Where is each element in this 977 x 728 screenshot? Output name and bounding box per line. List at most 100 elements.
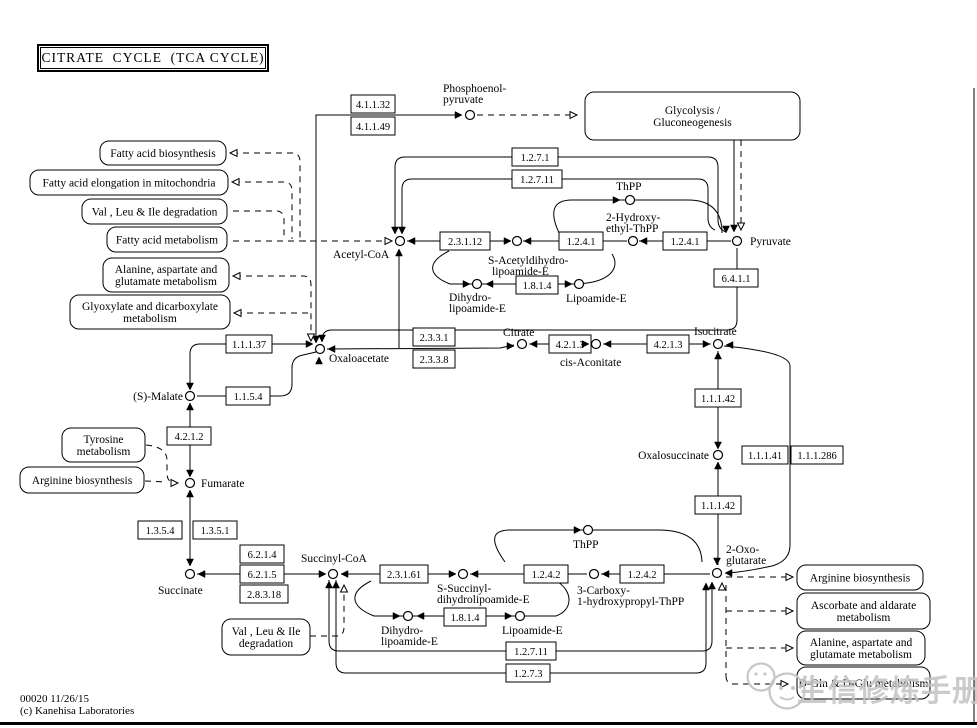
enzyme-rect[interactable] (741, 445, 789, 465)
compound-acetyl-coa[interactable]: Acetyl-CoA (333, 235, 406, 262)
enzyme-rect[interactable] (515, 275, 559, 295)
compound-cis-aconitate[interactable]: cis-Aconitate (560, 338, 621, 370)
compound-succinate[interactable]: Succinate (158, 568, 203, 598)
enzyme-rect[interactable] (505, 641, 557, 661)
enzyme-box-1.8.1.4[interactable]: 1.8.1.4 (443, 607, 487, 627)
enzyme-rect[interactable] (558, 231, 604, 251)
enzyme-rect[interactable] (239, 544, 285, 564)
compound-dihydrolipoamide-e-top[interactable]: Dihydro-lipoamide-E (449, 278, 506, 316)
compound-node[interactable] (184, 568, 196, 580)
enzyme-box-6.2.1.4[interactable]: 6.2.1.4 (239, 544, 285, 564)
enzyme-box-2.3.3.1[interactable]: 2.3.3.1 (412, 327, 456, 347)
pathway-box-fatty-acid-metabolism[interactable]: Fatty acid metabolism (106, 226, 228, 253)
pathway-rect[interactable] (106, 226, 228, 253)
compound-node[interactable] (590, 338, 602, 350)
enzyme-box-4.2.1.3[interactable]: 4.2.1.3 (646, 334, 690, 354)
enzyme-rect[interactable] (646, 334, 690, 354)
compound-node[interactable] (624, 194, 636, 206)
compound-node[interactable] (394, 235, 406, 247)
enzyme-box-1.1.1.286[interactable]: 1.1.1.286 (790, 445, 844, 465)
enzyme-rect[interactable] (505, 663, 551, 683)
compound-node[interactable] (464, 109, 476, 121)
compound-lipoamide-e-top[interactable]: Lipoamide-E (566, 278, 627, 306)
enzyme-rect[interactable] (412, 327, 456, 347)
enzyme-rect[interactable] (412, 349, 456, 369)
pathway-rect[interactable] (102, 257, 230, 293)
compound-node[interactable] (184, 477, 196, 489)
pathway-box-val-leu-ile-degradation-top[interactable]: Val , Leu & Ile degradation (81, 198, 228, 225)
compound-node[interactable] (516, 338, 528, 350)
compound-node[interactable] (471, 278, 483, 290)
compound-node[interactable] (573, 278, 585, 290)
compound-3-carboxy-1-hydroxypropyl-thpp[interactable]: 3-Carboxy-1-hydroxypropyl-ThPP (577, 568, 684, 609)
enzyme-rect[interactable] (619, 564, 665, 584)
enzyme-rect[interactable] (350, 116, 396, 136)
compound-oxalosuccinate[interactable]: Oxalosuccinate (638, 449, 724, 462)
compound-isocitrate[interactable]: Isocitrate (694, 326, 737, 350)
enzyme-box-1.2.7.11[interactable]: 1.2.7.11 (505, 641, 557, 661)
enzyme-box-4.2.1.3[interactable]: 4.2.1.3 (548, 334, 592, 354)
enzyme-box-1.2.4.2[interactable]: 1.2.4.2 (523, 564, 569, 584)
pathway-box-fatty-acid-elongation-mitochondria[interactable]: Fatty acid elongation in mitochondria (29, 169, 229, 196)
enzyme-box-1.3.5.1[interactable]: 1.3.5.1 (192, 520, 238, 540)
pathway-rect[interactable] (796, 564, 924, 591)
enzyme-rect[interactable] (192, 520, 238, 540)
enzyme-rect[interactable] (511, 147, 559, 167)
compound-node[interactable] (314, 343, 326, 355)
compound-node[interactable] (582, 524, 594, 536)
pathway-box-glycolysis[interactable]: Glycolysis /Gluconeogenesis (584, 91, 801, 141)
pathway-rect[interactable] (584, 91, 801, 141)
compound-node[interactable] (588, 568, 600, 580)
enzyme-rect[interactable] (137, 520, 183, 540)
compound-node[interactable] (511, 235, 523, 247)
compound-pyruvate[interactable]: Pyruvate (731, 235, 791, 248)
enzyme-rect[interactable] (443, 607, 487, 627)
enzyme-box-1.3.5.4[interactable]: 1.3.5.4 (137, 520, 183, 540)
enzyme-box-1.2.7.11[interactable]: 1.2.7.11 (511, 169, 563, 189)
pathway-rect[interactable] (81, 198, 228, 225)
pathway-box-d-gln-d-glu-metabolism[interactable]: D-Gln & D-Glu metabolism (796, 666, 931, 700)
pathway-rect[interactable] (796, 666, 931, 700)
enzyme-box-6.4.1.1[interactable]: 6.4.1.1 (713, 268, 759, 288)
compound-thpp-top[interactable]: ThPP (616, 181, 642, 206)
pathway-box-arginine-biosynthesis-left[interactable]: Arginine biosynthesis (19, 466, 145, 494)
enzyme-box-2.3.3.8[interactable]: 2.3.3.8 (412, 349, 456, 369)
enzyme-box-4.1.1.32[interactable]: 4.1.1.32 (350, 94, 396, 114)
enzyme-rect[interactable] (694, 495, 742, 515)
pathway-rect[interactable] (796, 630, 926, 666)
compound-oxaloacetate[interactable]: Oxaloacetate (314, 343, 390, 366)
compound-node[interactable] (711, 567, 723, 579)
compound-2-oxoglutarate[interactable]: 2-Oxo-glutarate (711, 544, 767, 579)
pathway-box-arginine-biosynthesis-right[interactable]: Arginine biosynthesis (796, 564, 924, 591)
compound-citrate[interactable]: Citrate (503, 327, 534, 350)
enzyme-rect[interactable] (662, 231, 708, 251)
enzyme-box-1.2.4.1[interactable]: 1.2.4.1 (662, 231, 708, 251)
enzyme-rect[interactable] (713, 268, 759, 288)
enzyme-rect[interactable] (166, 426, 212, 446)
compound-node[interactable] (184, 390, 196, 402)
compound-node[interactable] (712, 338, 724, 350)
pathway-box-fatty-acid-biosynthesis[interactable]: Fatty acid biosynthesis (99, 140, 227, 166)
enzyme-box-1.2.4.2[interactable]: 1.2.4.2 (619, 564, 665, 584)
pathway-rect[interactable] (29, 169, 229, 196)
enzyme-rect[interactable] (523, 564, 569, 584)
compound-node[interactable] (457, 568, 469, 580)
enzyme-box-2.3.1.61[interactable]: 2.3.1.61 (379, 564, 429, 584)
enzyme-rect[interactable] (225, 334, 273, 354)
pathway-rect[interactable] (99, 140, 227, 166)
enzyme-box-1.1.5.4[interactable]: 1.1.5.4 (225, 386, 271, 406)
pathway-rect[interactable] (69, 294, 231, 330)
compound-node[interactable] (627, 235, 639, 247)
pathway-rect[interactable] (19, 466, 145, 494)
compound-phosphoenolpyruvate[interactable]: Phosphoenol-pyruvate (443, 83, 506, 121)
compound-thpp-bottom[interactable]: ThPP (573, 524, 599, 552)
compound-node[interactable] (731, 235, 743, 247)
enzyme-rect[interactable] (225, 386, 271, 406)
enzyme-box-1.2.7.1[interactable]: 1.2.7.1 (511, 147, 559, 167)
compound-node[interactable] (712, 449, 724, 461)
enzyme-rect[interactable] (694, 388, 742, 408)
enzyme-rect[interactable] (239, 584, 289, 604)
